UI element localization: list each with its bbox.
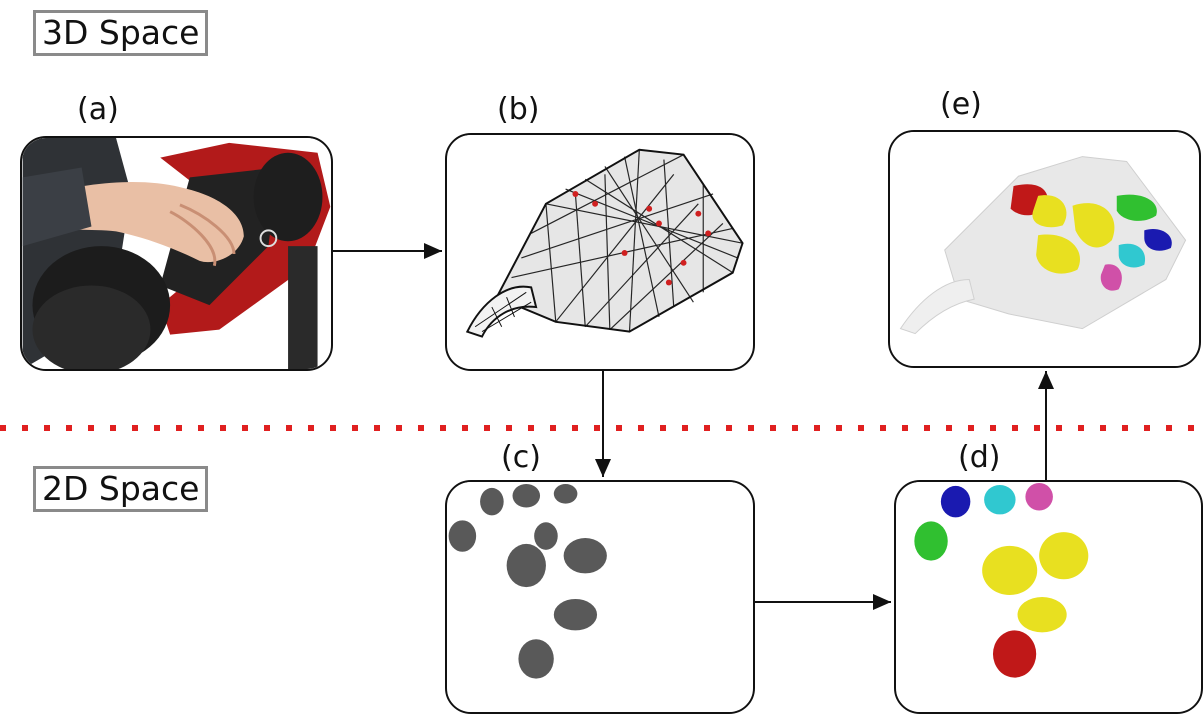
panel-label-e: (e) — [940, 87, 982, 122]
panel-c-grayscale-map — [445, 480, 755, 714]
panel-label-b: (b) — [497, 92, 540, 127]
space-label-2d: 2D Space — [33, 466, 209, 512]
panel-d-colored-clusters — [894, 480, 1203, 714]
robot-photo-image — [22, 138, 331, 369]
mesh-image — [447, 135, 753, 369]
grayscale-map-image — [447, 482, 753, 712]
panel-label-a: (a) — [77, 92, 119, 127]
panel-label-c: (c) — [501, 440, 541, 475]
panel-label-d: (d) — [958, 440, 1001, 475]
panel-e-3d-clusters — [888, 130, 1201, 368]
space-label-3d: 3D Space — [33, 10, 209, 56]
colored-clusters-image — [896, 482, 1201, 712]
panel-b-mesh — [445, 133, 755, 371]
surface-clusters-image — [890, 132, 1199, 366]
panel-a-robot-photo — [20, 136, 333, 371]
